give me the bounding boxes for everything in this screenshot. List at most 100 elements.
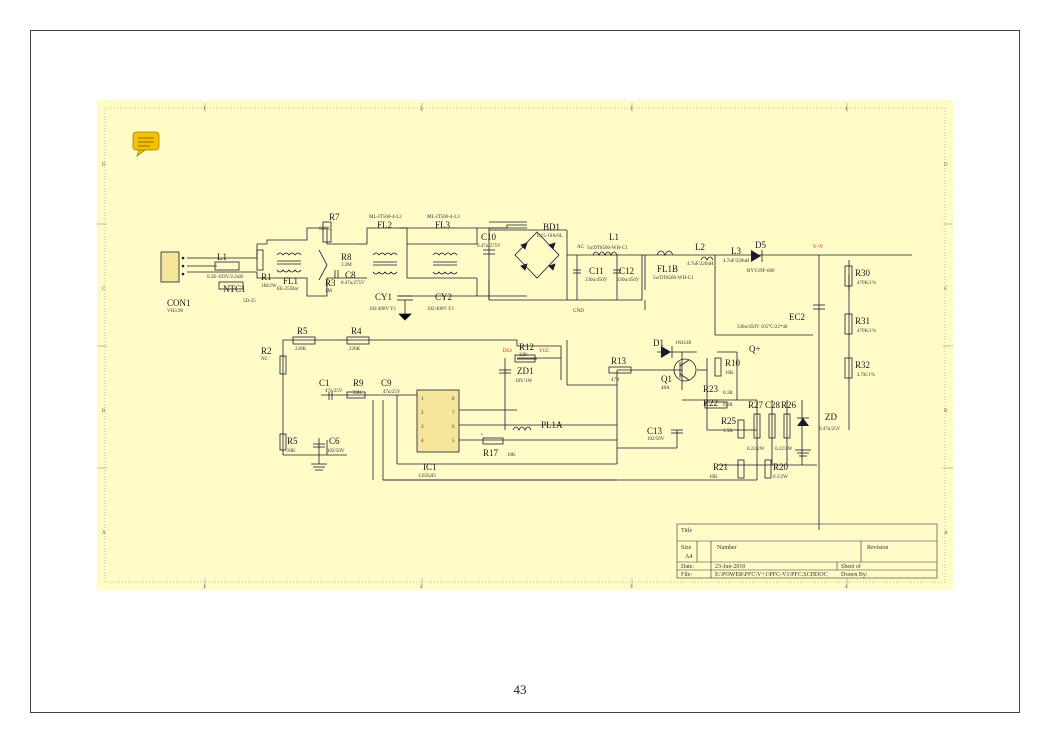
row-label-d: D — [102, 163, 106, 168]
capacitor-c1[interactable] — [328, 392, 333, 400]
zener-zd[interactable] — [797, 417, 809, 426]
page-frame — [30, 30, 1020, 713]
tb-number-label: Number — [717, 545, 737, 551]
resistor-r9[interactable] — [346, 391, 366, 399]
speech-bubble-icon[interactable] — [132, 131, 160, 158]
capacitor-c10[interactable] — [483, 249, 495, 255]
filter-fl2[interactable] — [372, 252, 398, 275]
transistor-q1[interactable] — [673, 358, 697, 382]
l1b-label: L1 — [609, 232, 619, 242]
nt1-label: NTC1 — [223, 284, 246, 294]
resistor-r26[interactable] — [783, 413, 791, 439]
resistor-r13[interactable] — [608, 366, 632, 374]
ic1-pin-2: 2 — [421, 411, 424, 416]
d5-value: BYV29F-600 — [747, 269, 775, 274]
schematic-sheet: 1 2 3 4 1 2 3 4 D C B A D C B A — [97, 100, 953, 590]
page-number: 43 — [513, 682, 527, 697]
c28-label: C28 — [765, 400, 781, 410]
d5-label: D5 — [755, 240, 766, 250]
q1-value: 48A — [661, 386, 670, 391]
resistor-r4[interactable] — [346, 336, 370, 345]
tb-size-value: A4 — [685, 554, 692, 560]
bridge-rectifier-bd1[interactable] — [514, 231, 560, 279]
cy1-label: CY1 — [375, 292, 392, 302]
r22-value: 0.1R — [723, 403, 733, 408]
row-label-a: A — [102, 531, 106, 536]
resistor-r30[interactable] — [844, 265, 853, 287]
capacitor-c12[interactable] — [613, 269, 621, 274]
tb-file-label: File: — [681, 572, 692, 578]
pl1a-label: PL1A — [541, 420, 563, 430]
l2-label: L2 — [695, 242, 705, 252]
r5-top-value: 220K — [295, 347, 307, 352]
ic1-value: L6562D — [419, 474, 436, 479]
thermistor-nt1[interactable] — [218, 281, 244, 290]
inductor-fl1b[interactable] — [656, 250, 674, 256]
c8-value: 0.47u/275V — [341, 281, 365, 286]
resistor-r2[interactable] — [279, 355, 287, 375]
inductor-l1[interactable] — [214, 261, 240, 271]
fl1b-label: FL1B — [657, 264, 678, 274]
resistor-r22[interactable] — [704, 401, 728, 409]
diode-d1[interactable] — [661, 346, 673, 358]
capacitor-cy1[interactable] — [397, 295, 413, 314]
ic1-chip[interactable] — [416, 389, 460, 453]
r10-value: 10K — [725, 371, 734, 376]
bd1-label: BD1 — [543, 222, 560, 232]
col-label-2-bottom: 2 — [420, 585, 423, 590]
filter-fl3[interactable] — [432, 252, 458, 275]
l1b-value: 5u/DT8500-WH-C1 — [587, 246, 628, 251]
ground-symbol — [398, 313, 412, 321]
row-label-c: C — [102, 287, 106, 292]
fl3-label: FL3 — [435, 220, 451, 230]
resistor-r10[interactable] — [714, 357, 722, 377]
d1-label: D1 — [653, 338, 664, 348]
bd1-value: D15-10A/6L — [537, 234, 563, 239]
cy1-value: 102/400V Y1 — [369, 307, 397, 312]
resistor-r1[interactable] — [256, 249, 264, 271]
r12-label: R12 — [519, 342, 534, 352]
resistor-r7[interactable] — [322, 221, 332, 243]
r7-label: R7 — [329, 212, 340, 222]
net-label-d13: D13 — [503, 349, 512, 354]
inductor-l2[interactable] — [700, 256, 714, 261]
diode-d5[interactable] — [751, 250, 763, 262]
resistor-c28[interactable] — [768, 413, 776, 439]
r30-label: R30 — [855, 268, 871, 278]
tb-drawn-label: Drawn By: — [841, 572, 868, 578]
sheet-border — [104, 107, 946, 583]
connector-con1[interactable] — [160, 251, 185, 283]
capacitor-ec2[interactable] — [813, 304, 825, 310]
resistor-r20[interactable] — [764, 459, 772, 479]
resistor-r27[interactable] — [753, 413, 761, 439]
filter-fl1[interactable] — [276, 252, 302, 273]
resistor-r31[interactable] — [844, 313, 853, 335]
zener-zd1[interactable] — [499, 369, 511, 374]
varistor-r8[interactable] — [318, 249, 328, 281]
resistor-r25[interactable] — [737, 419, 745, 439]
resistor-r21[interactable] — [737, 459, 745, 479]
capacitor-c8[interactable] — [334, 270, 339, 278]
ec2-value: 330u/450V 105°C/22*40 — [737, 325, 788, 330]
resistor-r5-top[interactable] — [292, 336, 316, 345]
cy2-value: 102/400V Y1 — [427, 307, 455, 312]
resistor-r12[interactable] — [514, 354, 536, 363]
r10-label: R10 — [725, 358, 741, 368]
resistor-r17[interactable] — [482, 437, 504, 445]
fl2-part: ML-IT560-4-L2 — [369, 215, 402, 220]
capacitor-c11[interactable] — [573, 269, 581, 274]
fl2-label: FL2 — [377, 220, 392, 230]
inductor-pl1a[interactable] — [512, 426, 532, 431]
net-label-dot: • — [481, 433, 483, 438]
row-label-b: B — [102, 409, 106, 414]
inductor-l1-boost[interactable] — [592, 251, 618, 256]
resistor-r5[interactable] — [279, 433, 287, 451]
resistor-r32[interactable] — [844, 357, 853, 379]
capacitor-c6[interactable] — [313, 443, 325, 448]
con1-value: VH3.96 — [167, 309, 183, 314]
col-label-3: 3 — [630, 107, 633, 112]
l2-value: 4.7uF/220uH — [687, 262, 714, 267]
row-label-a-right: A — [944, 531, 948, 536]
r8-value: 3.3M — [341, 263, 352, 268]
capacitor-c13[interactable] — [671, 429, 683, 434]
